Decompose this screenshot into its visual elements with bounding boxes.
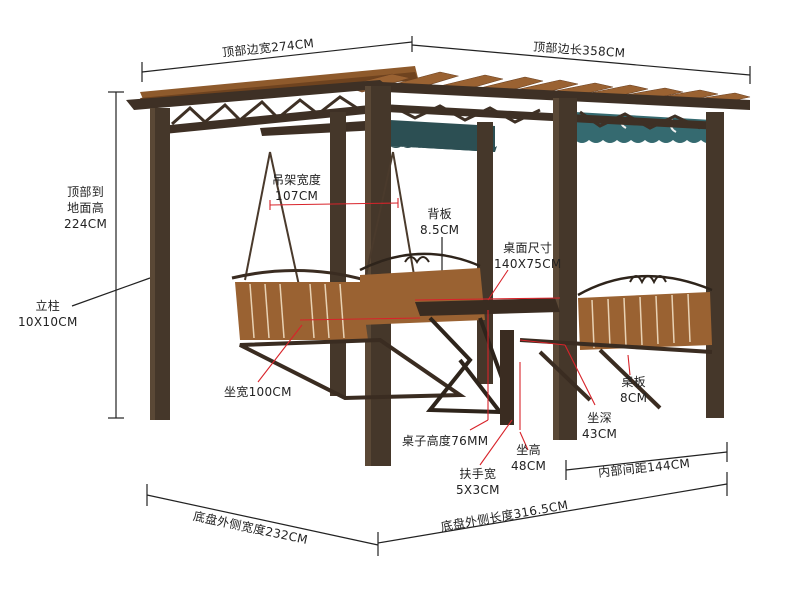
table-board-value: 8CM — [620, 391, 648, 405]
red-callouts — [257, 198, 631, 466]
seat-width-label: 坐宽100CM — [224, 385, 292, 399]
roof-frame — [126, 80, 750, 136]
post-label-value: 10X10CM — [18, 315, 78, 329]
tabletop-label: 桌面尺寸 140X75CM — [494, 240, 562, 272]
seat-height-leader — [519, 431, 529, 451]
table — [415, 298, 560, 425]
hanger-width-label: 吊架宽度 107CM — [272, 172, 321, 204]
tabletop-line — [414, 297, 561, 301]
armrest-value: 5X3CM — [456, 483, 500, 497]
seat-depth-line — [519, 339, 566, 346]
backrest-value: 8.5CM — [420, 223, 460, 237]
backrest-label: 背板 8.5CM — [420, 206, 459, 238]
base-width-dim — [146, 494, 379, 546]
tabletop-leader — [487, 269, 509, 301]
seat-height-value: 48CM — [511, 459, 547, 473]
roof-truss — [171, 95, 701, 130]
height-label-line1: 顶部到 — [67, 185, 105, 199]
seat-width-leader — [257, 324, 303, 383]
seat-height-line1: 坐高 — [516, 443, 541, 457]
table-board-leader — [627, 354, 631, 376]
post-back-left — [330, 112, 346, 396]
inner-spacing-dim — [565, 451, 728, 471]
seat-depth-value: 43CM — [582, 427, 618, 441]
base-length-dim — [377, 483, 728, 544]
backrest-line1: 背板 — [427, 207, 452, 221]
seat-height-label: 坐高 48CM — [511, 442, 546, 474]
table-board-line1: 桌板 — [621, 375, 646, 389]
top-length-dim — [411, 44, 751, 76]
post-leader — [71, 277, 151, 307]
height-label-value: 224CM — [64, 217, 108, 231]
table-height-label: 桌子高度76MM — [402, 434, 489, 448]
hanger-width-line — [269, 202, 399, 206]
armrest-leader — [479, 419, 513, 466]
seat-width-line — [299, 317, 421, 321]
post-label: 立柱 10X10CM — [18, 298, 78, 330]
armrest-line1: 扶手宽 — [459, 467, 497, 481]
post-back-right — [706, 112, 724, 418]
tabletop-value: 140X75CM — [494, 257, 562, 271]
right-bench — [519, 274, 713, 410]
tabletop-line1: 桌面尺寸 — [503, 241, 553, 255]
seat-depth-leader — [564, 344, 596, 406]
post-label-line1: 立柱 — [35, 299, 61, 313]
seat-depth-label: 坐深 43CM — [582, 410, 617, 442]
hanger-width-line1: 吊架宽度 — [272, 173, 322, 187]
swing-bench — [231, 269, 467, 401]
height-label-line2: 地面高 — [67, 201, 105, 215]
seat-depth-line1: 坐深 — [587, 411, 612, 425]
height-label: 顶部到 地面高 224CM — [64, 184, 107, 232]
hanger-width-value: 107CM — [275, 189, 319, 203]
table-board-label: 桌板 8CM — [620, 374, 647, 406]
armrest-label: 扶手宽 5X3CM — [456, 466, 500, 498]
table-height-leader — [469, 419, 489, 431]
top-width-dim — [141, 41, 413, 73]
